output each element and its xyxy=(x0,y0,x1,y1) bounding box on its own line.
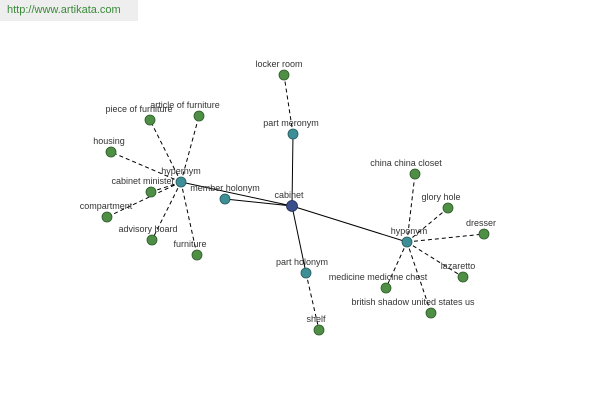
node-shelf[interactable] xyxy=(313,324,325,336)
node-furniture[interactable] xyxy=(191,249,203,261)
edge-hyponym-british-shadow-united-states-us xyxy=(406,241,432,314)
label-advisory-board: advisory board xyxy=(118,224,177,234)
node-dresser[interactable] xyxy=(478,228,490,240)
graph-nodes xyxy=(101,69,490,336)
label-article-of-furniture: article of furniture xyxy=(150,100,220,110)
edge-part-holonym-shelf xyxy=(305,272,320,331)
node-lazaretto[interactable] xyxy=(457,271,469,283)
label-cabinet-minister: cabinet minister xyxy=(111,176,174,186)
node-hyponym[interactable] xyxy=(401,236,413,248)
node-cabinet[interactable] xyxy=(286,200,298,212)
edge-hyponym-china-china-closet xyxy=(406,173,416,243)
label-hypernym: hypernym xyxy=(161,166,201,176)
label-part-holonym: part holonym xyxy=(276,257,328,267)
node-part-holonym[interactable] xyxy=(300,267,312,279)
node-hypernym[interactable] xyxy=(175,176,187,188)
edge-cabinet-part-meronym xyxy=(291,133,294,207)
node-housing[interactable] xyxy=(105,146,117,158)
node-part-meronym[interactable] xyxy=(287,128,299,140)
node-member-holonym[interactable] xyxy=(219,193,231,205)
label-locker-room: locker room xyxy=(255,59,302,69)
edge-hypernym-piece-of-furniture xyxy=(149,119,182,183)
edge-cabinet-hypernym xyxy=(180,181,293,207)
node-compartment[interactable] xyxy=(101,211,113,223)
label-member-holonym: member holonym xyxy=(190,183,260,193)
node-article-of-furniture[interactable] xyxy=(193,110,205,122)
edge-hypernym-cabinet-minister xyxy=(150,181,182,193)
node-british-shadow-united-states-us[interactable] xyxy=(425,307,437,319)
label-dresser: dresser xyxy=(466,218,496,228)
label-china-china-closet: china china closet xyxy=(370,158,442,168)
edge-hypernym-housing xyxy=(110,151,182,183)
node-china-china-closet[interactable] xyxy=(409,168,421,180)
edge-cabinet-member-holonym xyxy=(224,198,293,207)
node-locker-room[interactable] xyxy=(278,69,290,81)
label-british-shadow-united-states-us: british shadow united states us xyxy=(351,297,475,307)
edge-hypernym-article-of-furniture xyxy=(180,115,200,183)
label-shelf: shelf xyxy=(306,314,326,324)
graph-labels: cabinet hypernym member holonym part merony… xyxy=(80,59,496,324)
node-glory-hole[interactable] xyxy=(442,202,454,214)
label-compartment: compartment xyxy=(80,201,133,211)
edge-hypernym-furniture xyxy=(180,181,198,256)
label-hyponym: hyponym xyxy=(391,226,428,236)
label-medicine-medicine-chest: medicine medicine chest xyxy=(329,272,428,282)
edge-cabinet-hyponym xyxy=(291,205,408,243)
label-part-meronym: part meronym xyxy=(263,118,319,128)
label-cabinet: cabinet xyxy=(274,190,304,200)
label-furniture: furniture xyxy=(173,239,206,249)
node-advisory-board[interactable] xyxy=(146,234,158,246)
edge-hyponym-glory-hole xyxy=(406,207,449,243)
label-housing: housing xyxy=(93,136,125,146)
label-piece-of-furniture: piece of furniture xyxy=(105,104,172,114)
node-piece-of-furniture[interactable] xyxy=(144,114,156,126)
edge-part-meronym-locker-room xyxy=(283,74,294,135)
graph-edges xyxy=(106,74,485,331)
edge-hypernym-compartment xyxy=(106,181,182,218)
edge-hyponym-medicine-medicine-chest xyxy=(385,241,408,289)
node-medicine-medicine-chest[interactable] xyxy=(380,282,392,294)
edge-hyponym-dresser xyxy=(406,233,485,243)
label-lazaretto: lazaretto xyxy=(441,261,476,271)
edge-cabinet-part-holonym xyxy=(291,205,307,274)
node-cabinet-minister[interactable] xyxy=(145,186,157,198)
edge-hypernym-advisory-board xyxy=(151,181,182,241)
watermark-link[interactable]: http://www.artikata.com xyxy=(0,0,138,21)
label-glory-hole: glory hole xyxy=(421,192,460,202)
